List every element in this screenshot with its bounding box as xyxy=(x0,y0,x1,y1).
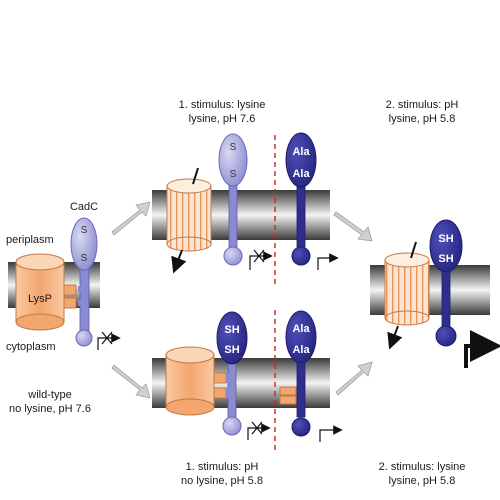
transcription-arrow xyxy=(317,253,339,270)
bottom-middle-label-line2: no lysine, pH 5.8 xyxy=(181,475,263,487)
lysp-contact-fragment xyxy=(279,386,297,405)
lysp-transporter xyxy=(15,253,77,331)
top-middle-panel: S S Ala Ala 1. stimulus: lysine lysine, … xyxy=(152,99,339,285)
domain-s-bottom: S xyxy=(81,253,88,264)
bottom-middle-label-line1: 1. stimulus: pH xyxy=(186,461,259,473)
wild-type-label-line2: no lysine, pH 7.6 xyxy=(9,403,91,415)
arrow-top-to-right xyxy=(333,211,373,242)
strong-transcription-arrow xyxy=(464,330,500,368)
domain-sh-top: SH xyxy=(224,324,239,336)
domain-s-top: S xyxy=(230,142,237,153)
bottom-right-label-line1: 2. stimulus: lysine xyxy=(379,461,466,473)
top-middle-label-line1: 1. stimulus: lysine xyxy=(179,99,266,111)
wild-type-panel: S S CadC periplasm cytoplasm LysP wild-t… xyxy=(6,201,121,415)
lysine-uptake-arrow xyxy=(171,249,187,274)
arrow-wt-to-bottom xyxy=(111,364,151,399)
top-middle-label-line2: lysine, pH 7.6 xyxy=(189,113,256,125)
wild-type-label-line1: wild-type xyxy=(27,389,71,401)
transcription-arrow xyxy=(319,425,343,442)
domain-ala-top: Ala xyxy=(292,146,310,158)
lysp-transporter-open xyxy=(166,167,212,252)
domain-sh-bottom: SH xyxy=(438,253,453,265)
lysp-label: LysP xyxy=(28,293,52,305)
top-right-label-line1: 2. stimulus: pH xyxy=(386,99,459,111)
domain-sh-top: SH xyxy=(438,233,453,245)
blocked-transcription-icon xyxy=(247,421,271,440)
domain-sh-bottom: SH xyxy=(224,344,239,356)
lysp-transporter-open xyxy=(384,241,430,326)
cadc-protein-active: SH SH xyxy=(429,219,463,347)
domain-s-top: S xyxy=(81,225,88,236)
domain-ala-bottom: Ala xyxy=(292,168,310,180)
cadc-protein-ala-mutant: Ala Ala xyxy=(285,132,317,266)
cadc-protein-ala-mutant: Ala Ala xyxy=(285,310,317,437)
cadc-protein-reduced: SH SH xyxy=(216,311,248,436)
blocked-transcription-icon xyxy=(97,331,121,350)
lysine-uptake-arrow xyxy=(387,325,403,350)
cytoplasm-label: cytoplasm xyxy=(6,341,56,353)
bottom-middle-panel: SH SH Ala Ala 1. stimulus: pH no lysine,… xyxy=(152,310,343,487)
arrow-bottom-to-right xyxy=(335,361,373,396)
domain-ala-bottom: Ala xyxy=(292,344,310,356)
right-active-panel: SH SH 2. stimulus: pH lysine, pH 5.8 2. … xyxy=(370,99,500,487)
blocked-transcription-icon xyxy=(249,249,273,270)
domain-s-bottom: S xyxy=(230,169,237,180)
arrow-wt-to-top xyxy=(111,201,151,236)
bottom-right-label-line2: lysine, pH 5.8 xyxy=(389,475,456,487)
periplasm-label: periplasm xyxy=(6,234,54,246)
cadc-label: CadC xyxy=(70,201,98,213)
domain-ala-top: Ala xyxy=(292,323,310,335)
lysp-transporter xyxy=(165,346,227,416)
cadc-protein-inactive: S S xyxy=(218,133,248,266)
top-right-label-line2: lysine, pH 5.8 xyxy=(389,113,456,125)
cadc-protein: S S xyxy=(70,217,98,347)
